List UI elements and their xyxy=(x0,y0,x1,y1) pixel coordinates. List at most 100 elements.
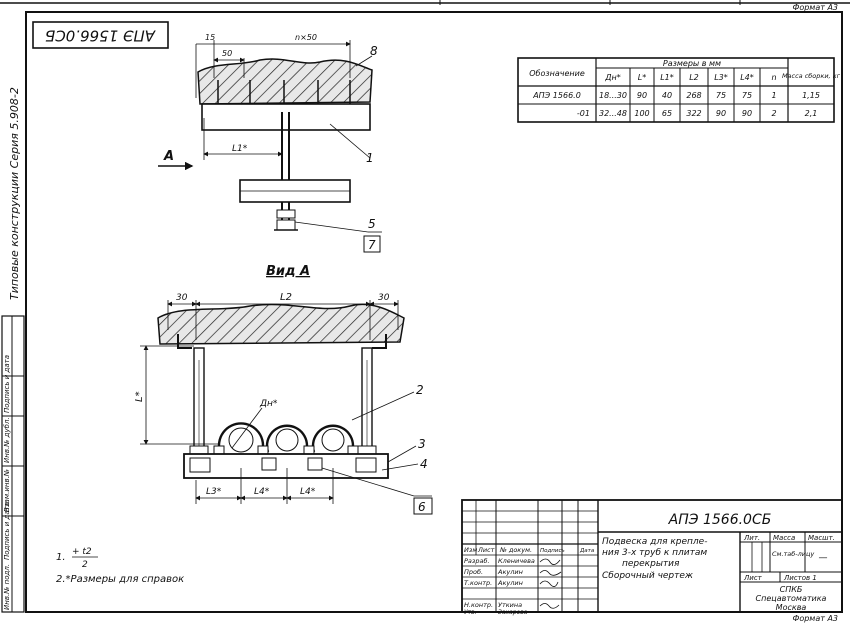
side-columns: Инв.№ подл. Подпись и дата Взам.инв.№ Ин… xyxy=(1,315,25,613)
tb-role-4: Н.контр. xyxy=(464,601,493,609)
tb-mass: Масса xyxy=(773,534,795,542)
dim-left-30: 30 xyxy=(176,293,188,303)
series-label: Типовые конструкции Серия 5.908-2 xyxy=(8,87,21,300)
dim-L3: L3* xyxy=(206,487,222,497)
td-0-8: 1,15 xyxy=(802,91,820,100)
dimension-table: Обозначение Размеры в мм Масса сборки, к… xyxy=(517,57,841,123)
td-0-3: 40 xyxy=(662,91,672,100)
callout-8: 8 xyxy=(370,44,378,58)
tb-lit: Лит. xyxy=(743,534,760,542)
th-col-6: n xyxy=(771,73,776,82)
tb-name-5: Захарова xyxy=(498,609,528,616)
td-1-0: -01 xyxy=(577,109,590,118)
td-0-1: 18...30 xyxy=(599,91,627,100)
stamp-box-code: АПЭ 1566.0СБ xyxy=(45,27,156,45)
callout-5: 5 xyxy=(368,217,376,231)
tb-name-0: Кленичева xyxy=(498,557,535,565)
dim-L: L* xyxy=(134,391,145,402)
tb-name-4: Уткина xyxy=(498,601,522,609)
view-a-title: Вид А xyxy=(266,264,310,279)
dim-50: 50 xyxy=(222,49,232,58)
side-col-2: Взам.инв.№ xyxy=(3,469,11,512)
tb-role-1: Проб. xyxy=(464,568,483,576)
td-1-1: 32...48 xyxy=(599,109,627,118)
tb-h-2: № докум. xyxy=(499,546,532,554)
slab-view-a xyxy=(157,303,405,345)
th-sizes: Размеры в мм xyxy=(663,59,721,68)
view-arrow-label: А xyxy=(163,149,174,164)
tb-org-1: СПКБ xyxy=(780,585,803,594)
title-block: Изм Лист № докум. Подпись Дата Разраб. К… xyxy=(461,499,843,616)
callout-4: 4 xyxy=(420,457,428,471)
td-1-7: 2 xyxy=(771,109,776,118)
tb-org-2: Спецавтоматика xyxy=(756,594,827,603)
dim-L4-a: L4* xyxy=(254,487,270,497)
td-1-4: 322 xyxy=(686,109,701,118)
dim-L1: L1* xyxy=(232,144,248,154)
dim-L4-b: L4* xyxy=(300,487,316,497)
dim-n50: n×50 xyxy=(295,33,317,42)
top-view: 15 50 n×50 L1* А 8 1 5 7 xyxy=(158,33,382,253)
th-col-2: L1* xyxy=(660,73,674,82)
tb-mass-value: См.таб-лицу xyxy=(772,550,814,558)
tb-title-2: перекрытия xyxy=(622,559,680,569)
tb-name-2: Акулин xyxy=(497,579,523,587)
slab-top xyxy=(197,58,373,105)
dim-L2: L2 xyxy=(280,292,292,303)
th-mass: Масса сборки, кг xyxy=(782,72,841,80)
callout-3: 3 xyxy=(418,437,426,451)
callout-1: 1 xyxy=(366,151,374,165)
td-0-6: 75 xyxy=(742,91,752,100)
note-2: 2.*Размеры для справок xyxy=(56,574,184,585)
dim-Dn: Дн* xyxy=(259,399,278,409)
th-designation: Обозначение xyxy=(529,69,585,78)
plate-part-1 xyxy=(201,103,371,131)
tb-org-3: Москва xyxy=(776,603,807,612)
tb-h-3: Подпись xyxy=(540,548,565,554)
dim-15: 15 xyxy=(205,33,215,42)
note-1-den: 2 xyxy=(82,560,88,570)
tb-role-2: Т.контр. xyxy=(464,579,492,587)
tb-h-0: Изм xyxy=(464,546,477,554)
td-0-4: 268 xyxy=(686,91,701,100)
td-0-7: 1 xyxy=(771,91,776,100)
td-1-5: 90 xyxy=(716,109,726,118)
th-col-1: L* xyxy=(638,73,646,82)
tb-role-5: Утв. xyxy=(464,609,477,616)
th-col-0: Дн* xyxy=(604,73,620,82)
tb-sheet: Лист xyxy=(743,574,763,582)
top-format-label: Формат А3 xyxy=(792,3,838,12)
callout-7: 7 xyxy=(368,238,376,252)
td-1-3: 65 xyxy=(662,109,672,118)
td-1-8: 2,1 xyxy=(805,109,818,118)
td-0-2: 90 xyxy=(637,91,647,100)
note-1-prefix: 1. xyxy=(56,552,66,563)
plate-part-3 xyxy=(183,453,389,479)
tb-sheets: Листов 1 xyxy=(783,574,817,582)
tb-doc-code: АПЭ 1566.0СБ xyxy=(668,512,772,528)
tb-scale: Масшт. xyxy=(808,534,835,542)
tb-h-1: Лист xyxy=(477,546,495,554)
stamp-box xyxy=(32,21,169,49)
notes: 1. + t2 2 2.*Размеры для справок xyxy=(56,547,184,585)
bottom-format-label: Формат А3 xyxy=(792,614,838,623)
callout-6: 6 xyxy=(418,500,426,514)
tb-title-3: Сборочный чертеж xyxy=(602,571,694,581)
tb-title-0: Подвеска для крепле- xyxy=(602,537,707,547)
dim-right-30: 30 xyxy=(378,293,390,303)
tb-name-1: Акулин xyxy=(497,568,523,576)
td-0-0: АПЭ 1566.0 xyxy=(532,91,581,100)
side-col-1: Подпись и дата xyxy=(3,502,11,560)
tb-role-0: Разраб. xyxy=(464,557,490,565)
tb-scale-value: — xyxy=(819,553,828,563)
callout-2: 2 xyxy=(416,383,424,397)
td-1-2: 100 xyxy=(634,109,649,118)
tb-h-4: Дата xyxy=(579,548,595,554)
th-col-5: L4* xyxy=(740,73,754,82)
th-col-4: L3* xyxy=(714,73,728,82)
th-col-3: L2 xyxy=(689,73,699,82)
note-1-num: + t2 xyxy=(72,547,92,557)
td-1-6: 90 xyxy=(742,109,752,118)
view-a: 30 30 L2 L* Дн* L3* L4* L4* 2 3 4 6 xyxy=(134,292,433,515)
